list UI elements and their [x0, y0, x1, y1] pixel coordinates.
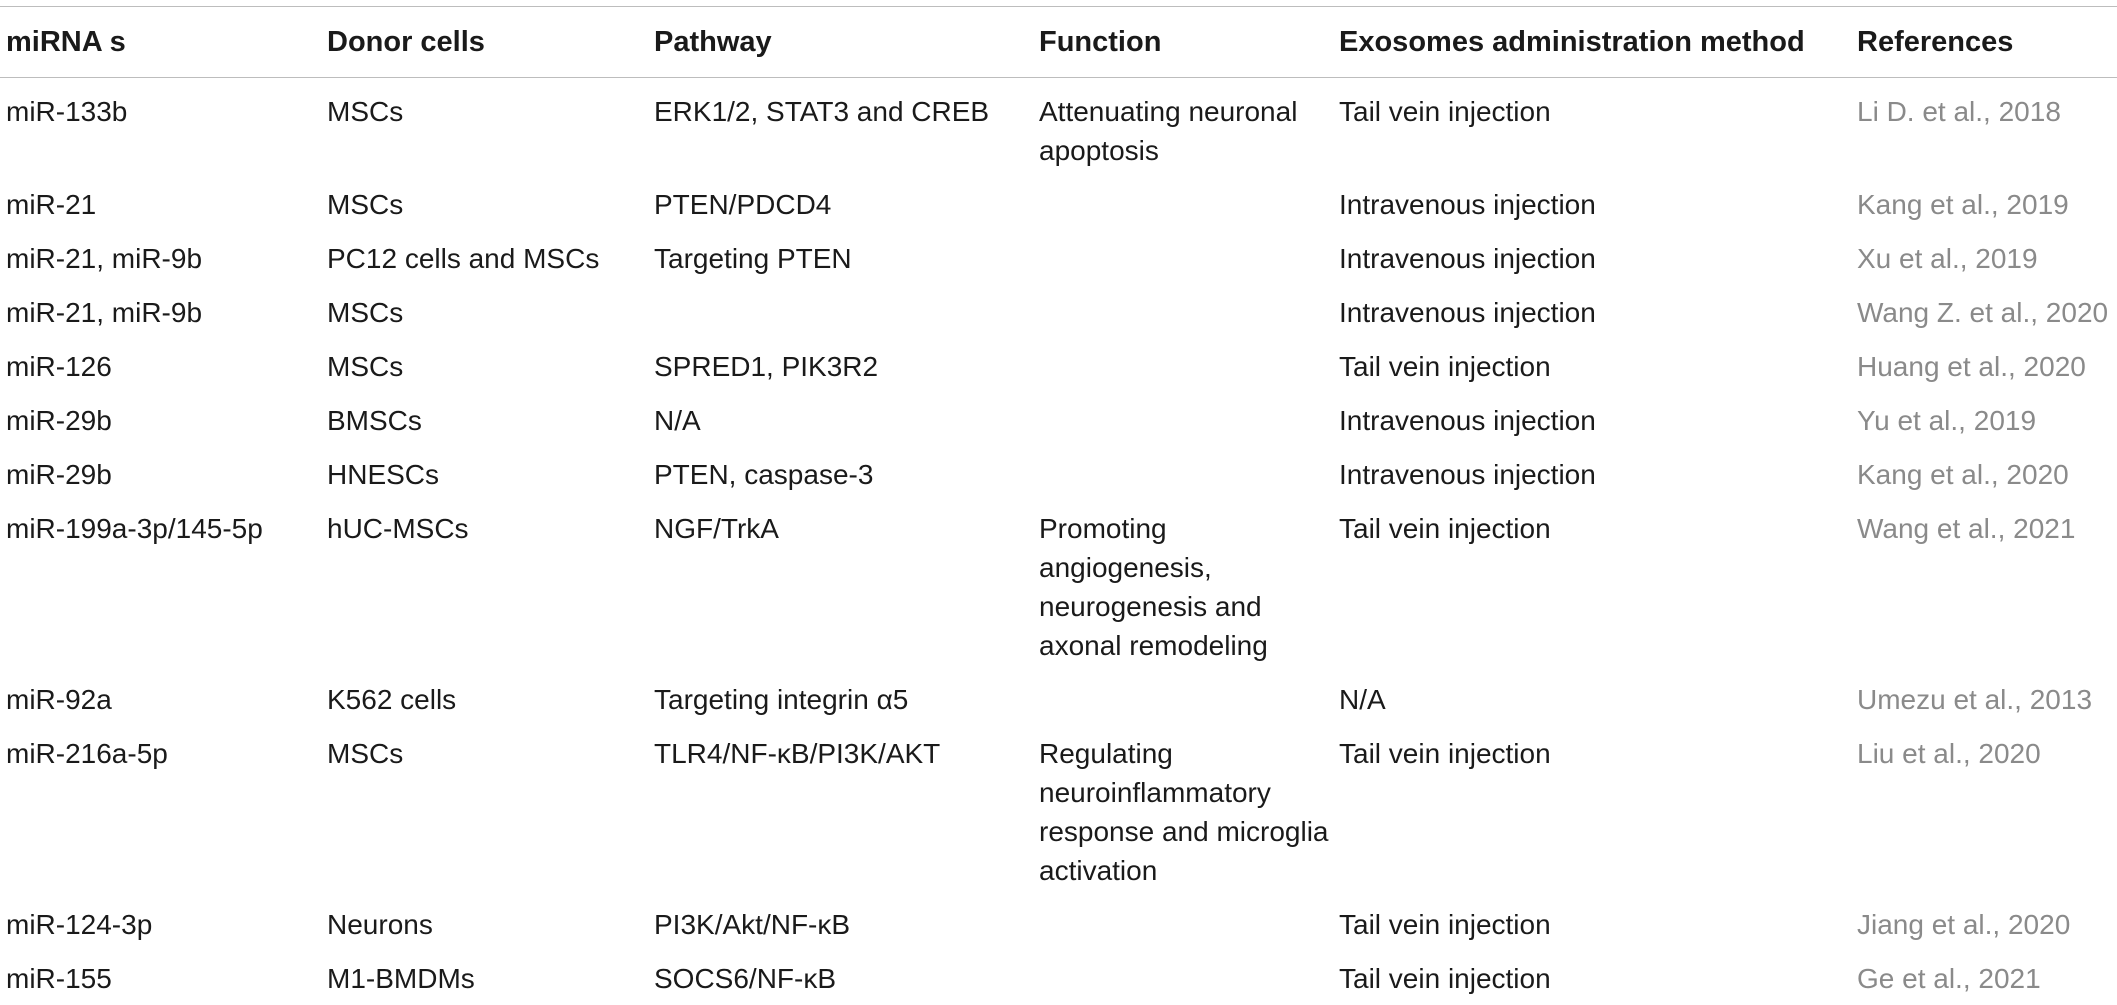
- cell-function: [1033, 285, 1333, 339]
- header-pathway: Pathway: [654, 26, 772, 58]
- cell-mirna: miR-21, miR-9b: [6, 296, 203, 328]
- cell-donor-cells: MSCs: [327, 350, 404, 382]
- cell-administration-method: Intravenous injection: [1339, 458, 1596, 490]
- header-mirna: miRNA s: [6, 26, 126, 58]
- cell-function: [1033, 231, 1333, 285]
- cell-pathway: PTEN/PDCD4: [654, 188, 832, 220]
- cell-reference[interactable]: Kang et al., 2020: [1857, 458, 2069, 490]
- cell-donor-cells: MSCs: [327, 95, 404, 127]
- exosome-mirna-table: miRNA s Donor cells Pathway Function Exo…: [0, 6, 2117, 1005]
- cell-function: Attenuating neuronal apoptosis: [1039, 95, 1298, 166]
- table-header: miRNA s Donor cells Pathway Function Exo…: [0, 6, 2117, 78]
- cell-mirna: miR-199a-3p/145-5p: [6, 512, 263, 544]
- cell-administration-method: Tail vein injection: [1339, 95, 1551, 127]
- cell-function: [1033, 897, 1333, 951]
- cell-function: [1033, 447, 1333, 501]
- cell-function: [1033, 672, 1333, 726]
- table-row: miR-124-3p Neurons PI3K/Akt/NF-κB Tail vein…: [0, 897, 2117, 951]
- cell-pathway: SPRED1, PIK3R2: [654, 350, 879, 382]
- cell-donor-cells: MSCs: [327, 188, 404, 220]
- cell-function: [1033, 951, 1333, 1005]
- cell-pathway: SOCS6/NF-κB: [654, 962, 837, 994]
- header-administration-method: Exosomes administration method: [1339, 26, 1805, 58]
- cell-mirna: miR-124-3p: [6, 908, 153, 940]
- cell-function: Promoting angiogenesis, neurogenesis and…: [1039, 512, 1268, 661]
- table-row: miR-216a-5p MSCs TLR4/NF-κB/PI3K/AKT Regula…: [0, 726, 2117, 897]
- cell-pathway: N/A: [654, 404, 701, 436]
- table-row: miR-29b BMSCs N/A Intravenous injection Yu e…: [0, 393, 2117, 447]
- cell-pathway: PTEN, caspase-3: [654, 458, 874, 490]
- cell-function: [1033, 177, 1333, 231]
- table-row: miR-21 MSCs PTEN/PDCD4 Intravenous injectio…: [0, 177, 2117, 231]
- cell-donor-cells: PC12 cells and MSCs: [327, 242, 600, 274]
- cell-administration-method: Intravenous injection: [1339, 404, 1596, 436]
- cell-administration-method: Tail vein injection: [1339, 908, 1551, 940]
- cell-mirna: miR-21: [6, 188, 97, 220]
- cell-reference[interactable]: Jiang et al., 2020: [1857, 908, 2071, 940]
- cell-pathway: PI3K/Akt/NF-κB: [654, 908, 851, 940]
- table-row: miR-21, miR-9b PC12 cells and MSCs Targeti…: [0, 231, 2117, 285]
- cell-administration-method: Tail vein injection: [1339, 512, 1551, 544]
- cell-pathway: NGF/TrkA: [654, 512, 779, 544]
- header-function: Function: [1039, 26, 1162, 58]
- cell-mirna: miR-216a-5p: [6, 737, 168, 769]
- cell-administration-method: N/A: [1339, 683, 1386, 715]
- table-row: miR-126 MSCs SPRED1, PIK3R2 Tail vein injec…: [0, 339, 2117, 393]
- cell-mirna: miR-126: [6, 350, 112, 382]
- table-row: miR-133b MSCs ERK1/2, STAT3 and CREB Attenu…: [0, 77, 2117, 177]
- cell-mirna: miR-92a: [6, 683, 112, 715]
- header-donor-cells: Donor cells: [327, 26, 485, 58]
- cell-reference[interactable]: Huang et al., 2020: [1857, 350, 2086, 382]
- cell-pathway: [648, 285, 1033, 339]
- cell-reference[interactable]: Kang et al., 2019: [1857, 188, 2069, 220]
- table-row: miR-92a K562 cells Targeting integrin α5 N/…: [0, 672, 2117, 726]
- cell-function: Regulating neuroinflammatory response an…: [1039, 737, 1329, 886]
- cell-administration-method: Tail vein injection: [1339, 350, 1551, 382]
- header-references: References: [1857, 26, 2014, 58]
- cell-function: [1033, 393, 1333, 447]
- cell-mirna: miR-155: [6, 962, 112, 994]
- cell-donor-cells: hUC-MSCs: [327, 512, 469, 544]
- cell-reference[interactable]: Xu et al., 2019: [1857, 242, 2038, 274]
- cell-pathway: ERK1/2, STAT3 and CREB: [654, 95, 990, 127]
- cell-donor-cells: Neurons: [327, 908, 433, 940]
- cell-reference[interactable]: Wang Z. et al., 2020: [1857, 296, 2109, 328]
- cell-administration-method: Tail vein injection: [1339, 962, 1551, 994]
- table-row: miR-29b HNESCs PTEN, caspase-3 Intravenous …: [0, 447, 2117, 501]
- cell-function: [1033, 339, 1333, 393]
- cell-reference[interactable]: Yu et al., 2019: [1857, 404, 2037, 436]
- cell-mirna: miR-29b: [6, 458, 112, 490]
- cell-donor-cells: BMSCs: [327, 404, 422, 436]
- cell-donor-cells: K562 cells: [327, 683, 457, 715]
- cell-donor-cells: HNESCs: [327, 458, 440, 490]
- table-row: miR-199a-3p/145-5p hUC-MSCs NGF/TrkA Promot…: [0, 501, 2117, 672]
- cell-reference[interactable]: Ge et al., 2021: [1857, 962, 2041, 994]
- cell-pathway: Targeting PTEN: [654, 242, 852, 274]
- cell-mirna: miR-133b: [6, 95, 128, 127]
- cell-mirna: miR-29b: [6, 404, 112, 436]
- cell-reference[interactable]: Wang et al., 2021: [1857, 512, 2076, 544]
- cell-reference[interactable]: Li D. et al., 2018: [1857, 95, 2061, 127]
- cell-administration-method: Intravenous injection: [1339, 296, 1596, 328]
- table-row: miR-21, miR-9b MSCs Intravenous injection W…: [0, 285, 2117, 339]
- cell-administration-method: Tail vein injection: [1339, 737, 1551, 769]
- cell-pathway: Targeting integrin α5: [654, 683, 909, 715]
- cell-reference[interactable]: Liu et al., 2020: [1857, 737, 2041, 769]
- cell-pathway: TLR4/NF-κB/PI3K/AKT: [654, 737, 941, 769]
- cell-administration-method: Intravenous injection: [1339, 242, 1596, 274]
- cell-donor-cells: M1-BMDMs: [327, 962, 475, 994]
- cell-administration-method: Intravenous injection: [1339, 188, 1596, 220]
- cell-donor-cells: MSCs: [327, 296, 404, 328]
- cell-reference[interactable]: Umezu et al., 2013: [1857, 683, 2093, 715]
- header-row: miRNA s Donor cells Pathway Function Exo…: [0, 6, 2117, 78]
- cell-mirna: miR-21, miR-9b: [6, 242, 203, 274]
- exosome-mirna-table-container: miRNA s Donor cells Pathway Function Exo…: [0, 6, 2117, 994]
- table-row: miR-155 M1-BMDMs SOCS6/NF-κB Tail vein inje…: [0, 951, 2117, 1005]
- cell-donor-cells: MSCs: [327, 737, 404, 769]
